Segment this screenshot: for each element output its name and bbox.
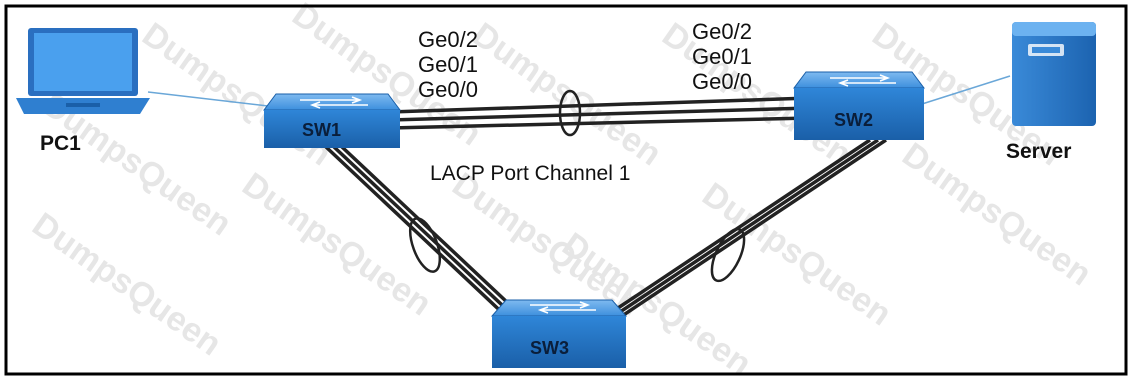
switch-icon-sw2 [793, 71, 925, 140]
port-channel-label: LACP Port Channel 1 [430, 162, 630, 185]
switch-icon-sw3 [490, 299, 628, 368]
watermark-text: DumpsQueen [465, 15, 668, 173]
diagram-border [4, 4, 1128, 376]
sw1-port-label: Ge0/2 [418, 27, 478, 52]
watermark-text: DumpsQueen [235, 165, 438, 323]
sw2-port-label: Ge0/2 [692, 19, 752, 44]
link-sw2-server [921, 75, 1011, 105]
port-channel-ellipse-sw1-sw3 [408, 217, 442, 273]
sw2-port-label: Ge0/1 [692, 44, 752, 69]
sw1-port-label: Ge0/0 [418, 77, 478, 102]
server-label: Server [1006, 140, 1071, 163]
sw2-port-label: Ge0/0 [692, 69, 752, 94]
sw1-label: SW1 [302, 120, 341, 140]
port-channel-ellipse-sw1-sw2 [558, 89, 582, 137]
server-icon [1012, 22, 1096, 126]
link-bundle-sw1-sw2 [389, 96, 811, 130]
switch-icon-sw1 [263, 93, 401, 148]
sw1-port-label: Ge0/1 [418, 52, 478, 77]
port-channel-ellipse-sw2-sw3 [710, 227, 746, 283]
sw2-label: SW2 [834, 110, 873, 130]
link-pc1-sw1 [147, 91, 269, 107]
pc1-label: PC1 [40, 132, 81, 155]
laptop-icon [16, 28, 150, 114]
sw3-label: SW3 [530, 338, 569, 358]
